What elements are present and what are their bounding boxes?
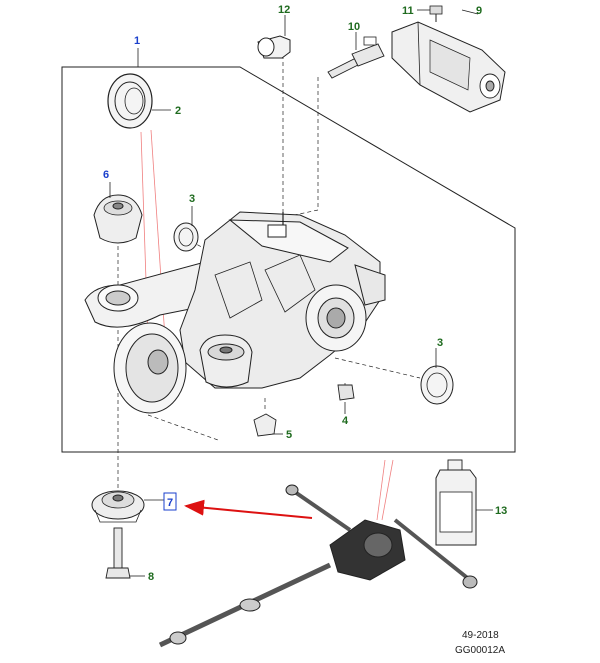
callout-5: 5 xyxy=(286,429,292,441)
callout-8: 8 xyxy=(148,571,154,583)
assembly-frame xyxy=(61,66,516,453)
drivetrain-overview xyxy=(158,484,478,648)
callout-7-highlight xyxy=(163,492,177,511)
callout-3-right: 3 xyxy=(437,337,443,349)
differential-housing xyxy=(84,211,386,414)
sensor-part xyxy=(327,36,385,79)
callout-12: 12 xyxy=(278,4,290,16)
footer-code-ref: GG00012A xyxy=(455,645,505,656)
callout-7: 7 xyxy=(167,497,173,509)
callout-1: 1 xyxy=(134,35,140,47)
seal-upper-part xyxy=(173,222,199,252)
callout-2: 2 xyxy=(175,105,181,117)
seal-right-part xyxy=(420,365,454,405)
fill-plug-part xyxy=(253,413,277,437)
red-pointer-arrow xyxy=(184,499,313,519)
bolt-small-part xyxy=(429,5,443,22)
footer-code-date: 49-2018 xyxy=(462,630,499,641)
lower-mount-part xyxy=(91,490,145,523)
callout-11: 11 xyxy=(402,5,414,17)
callout-9: 9 xyxy=(476,5,482,17)
oil-seal-part xyxy=(107,73,153,129)
callout-13: 13 xyxy=(495,505,507,517)
breather-cap-part xyxy=(257,35,291,59)
callout-4: 4 xyxy=(342,415,349,427)
mount-bushing-part xyxy=(93,194,143,244)
control-module-part xyxy=(391,21,506,113)
callout-6: 6 xyxy=(103,169,109,181)
drain-plug-part xyxy=(337,384,355,401)
fluid-bottle-part xyxy=(435,459,477,546)
callout-leaders xyxy=(109,9,493,577)
long-bolt-part xyxy=(105,527,131,579)
callout-3-upper: 3 xyxy=(189,193,195,205)
callout-10: 10 xyxy=(348,21,360,33)
